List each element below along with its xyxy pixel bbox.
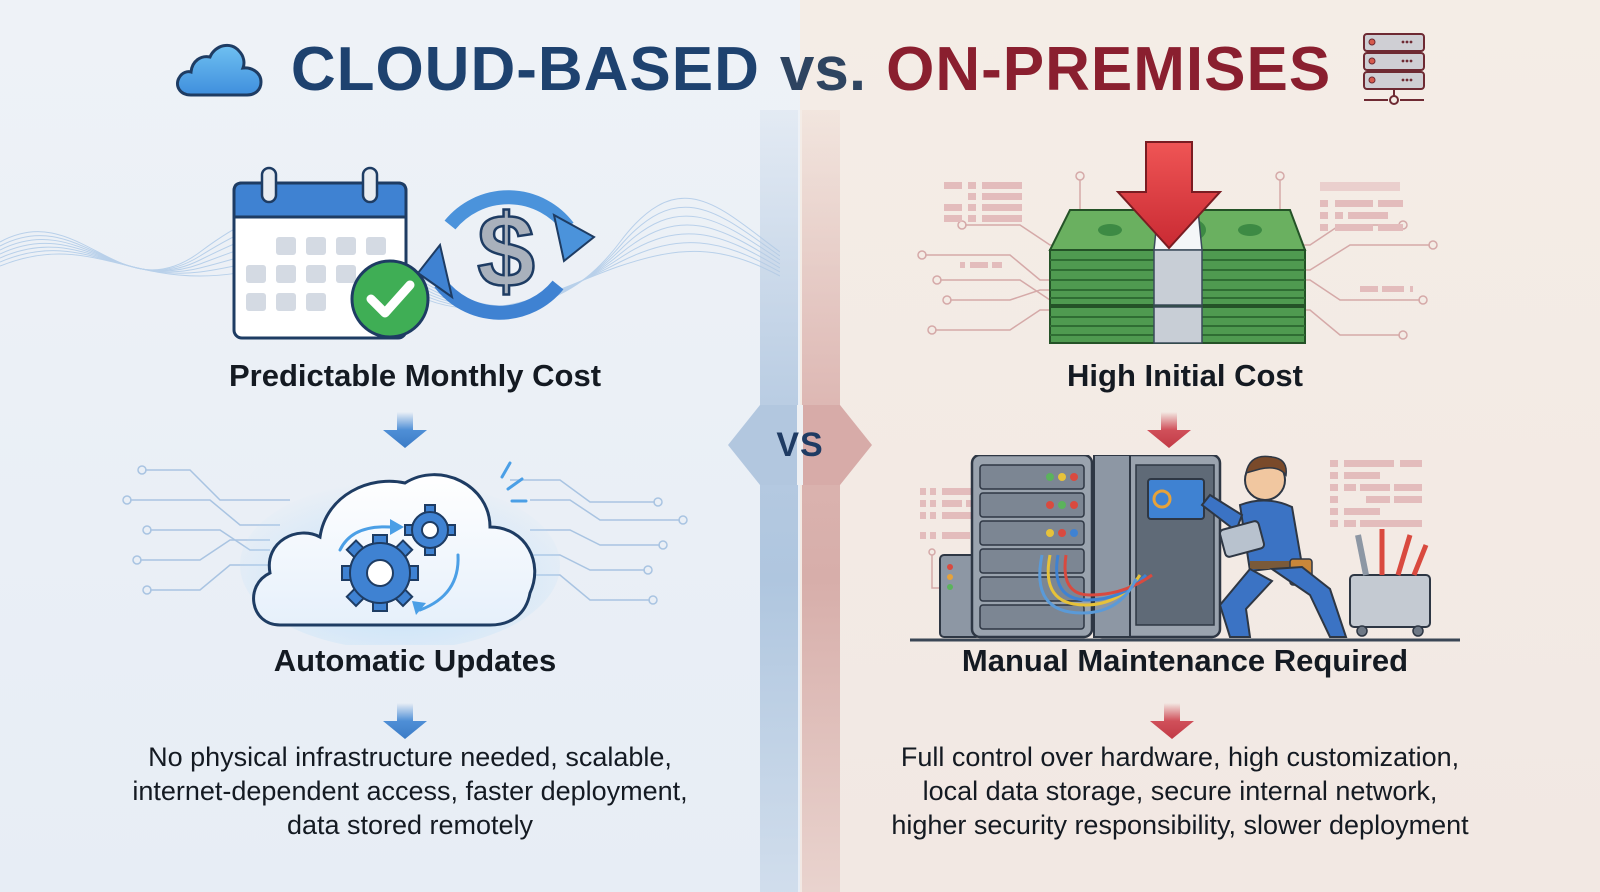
onprem-divider-band <box>802 110 840 892</box>
onprem-step-1-label: High Initial Cost <box>1067 358 1303 393</box>
cloud-step-1-label: Predictable Monthly Cost <box>228 358 602 393</box>
arrow-down-icon <box>1150 703 1194 739</box>
cloud-gears-icon <box>240 461 560 645</box>
cloud-divider-band <box>760 110 798 892</box>
server-rack-icon <box>1363 33 1426 105</box>
cloud-summary-line: internet-dependent access, faster deploy… <box>132 776 688 806</box>
onprem-panel <box>800 0 1600 892</box>
cloud-summary-line: data stored remotely <box>286 810 534 840</box>
title-on-premises: ON-PREMISES <box>886 34 1332 104</box>
money-stack-down-arrow-icon <box>1048 141 1307 344</box>
onprem-summary: Full control over hardware, high customi… <box>830 740 1530 842</box>
calendar-dollar-cycle-icon: $ <box>232 166 596 340</box>
vs-label: VS <box>776 426 824 464</box>
cloud-step-2-label: Automatic Updates <box>273 643 557 678</box>
onprem-step-2-label: Manual Maintenance Required <box>961 643 1409 678</box>
page-title: CLOUD-BASED vs. ON-PREMISES <box>0 28 1600 110</box>
title-cloud-based: CLOUD-BASED <box>290 34 760 104</box>
arrow-down-icon <box>383 703 427 739</box>
cloud-summary-line: No physical infrastructure needed, scala… <box>148 742 672 772</box>
technician-server-icon <box>910 455 1460 642</box>
vs-chevron-shape <box>728 405 872 485</box>
onprem-summary-line: higher security responsibility, slower d… <box>891 810 1469 840</box>
arrow-down-icon <box>383 412 427 448</box>
arrow-down-icon <box>1147 412 1191 448</box>
svg-text:$: $ <box>477 194 535 310</box>
onprem-summary-line: local data storage, secure internal netw… <box>922 776 1438 806</box>
vs-badge: VS <box>728 405 872 485</box>
cloud-icon <box>175 43 263 97</box>
cloud-panel <box>0 0 800 892</box>
onprem-summary-line: Full control over hardware, high customi… <box>900 742 1460 772</box>
title-vs: vs. <box>779 34 867 104</box>
cloud-summary: No physical infrastructure needed, scala… <box>70 740 750 842</box>
log-lines-decoration <box>920 460 1422 589</box>
